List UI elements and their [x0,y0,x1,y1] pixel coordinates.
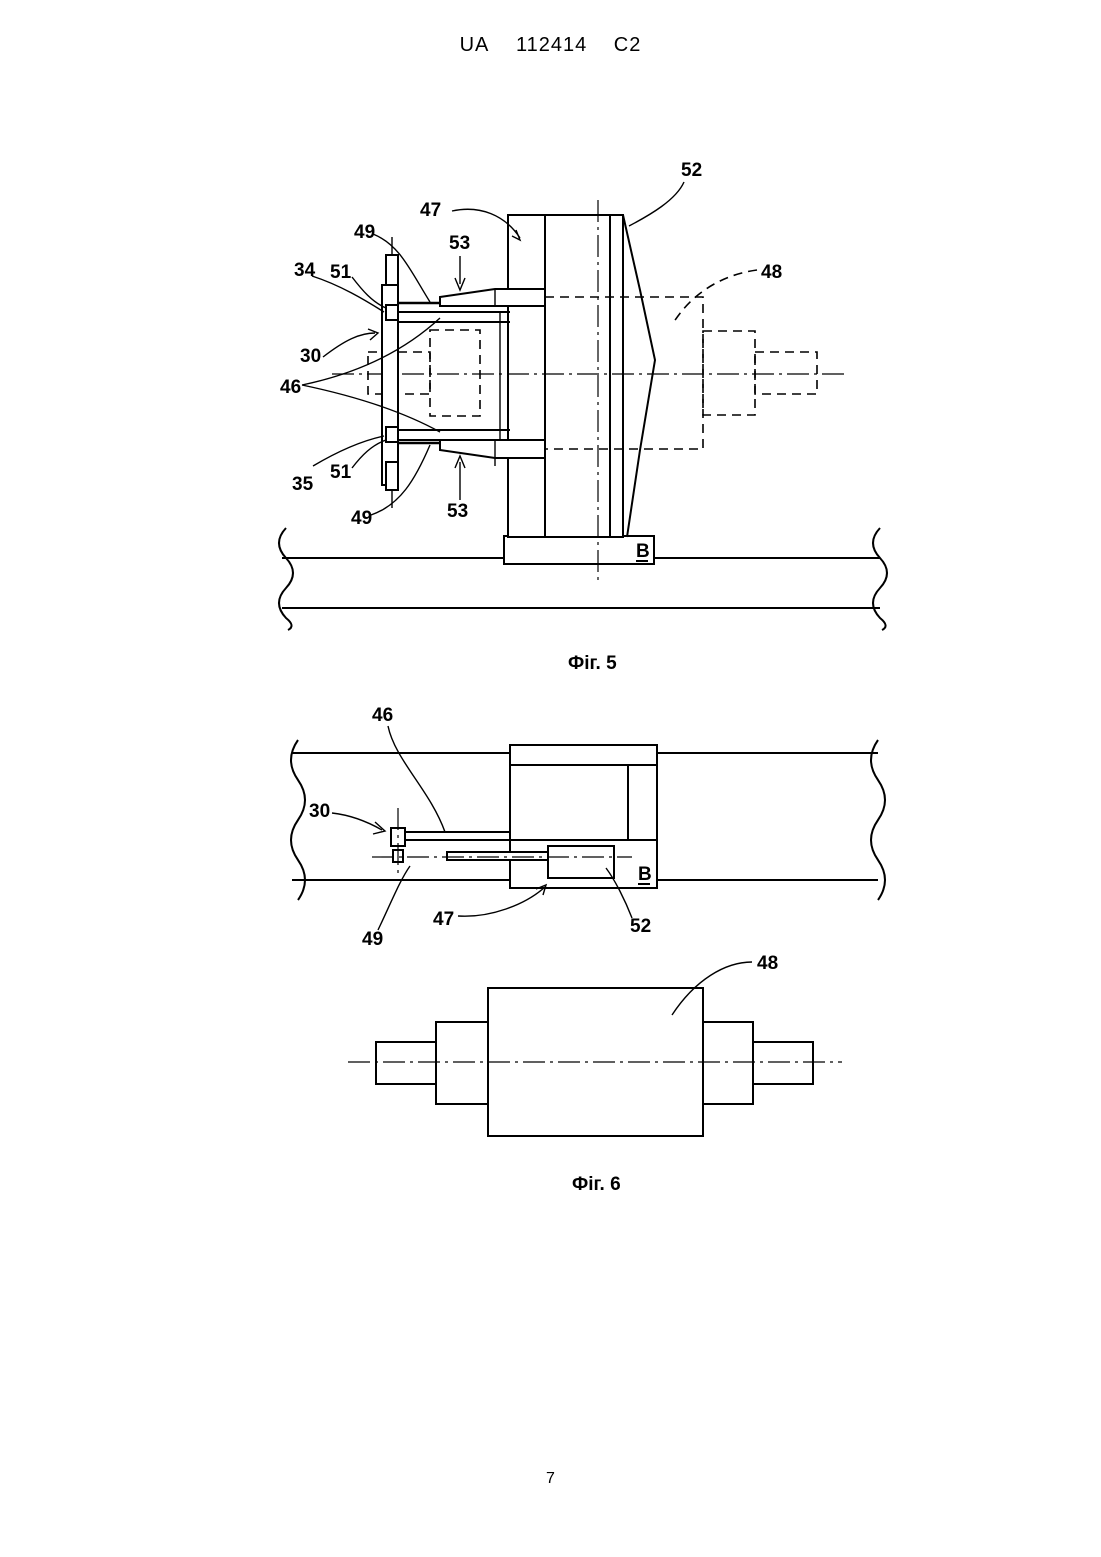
fig5-tool-30 [382,237,398,508]
fig5-label-B: B [636,541,650,562]
fig5-label-49-top: 49 [354,222,375,243]
fig6-label-47: 47 [433,909,454,930]
fig5-caption: Фіг. 5 [568,653,617,674]
fig5-carriage-base [504,536,654,564]
fig6-label-46: 46 [372,705,393,726]
fig6-roll-48 [348,962,842,1136]
fig5-label-51-bottom: 51 [330,462,352,483]
fig6-label-48: 48 [757,953,778,974]
fig5-arm-53-top [395,289,545,306]
fig6-caption: Фіг. 6 [572,1174,621,1195]
fig5-label-30: 30 [300,346,321,367]
fig6-label-49: 49 [362,929,383,950]
fig5-label-52: 52 [681,160,702,181]
fig5-label-49-bottom: 49 [351,508,372,529]
figure-6: 46 30 B 49 47 52 48 Фіг. 6 [291,705,885,1195]
fig5-chock-52 [623,215,655,537]
fig5-rods-46 [397,312,510,440]
fig5-label-51-top: 51 [330,262,352,283]
fig6-label-B: B [638,864,652,885]
fig5-label-53-top: 53 [449,233,470,254]
figure-5: 52 47 49 53 48 34 51 30 46 35 51 49 53 B… [279,160,887,674]
fig6-label-52: 52 [630,916,651,937]
page-number: 7 [0,1470,1101,1488]
fig5-label-47: 47 [420,200,441,221]
fig6-chock-52 [548,846,614,878]
fig5-label-34: 34 [294,260,316,281]
fig5-column-47 [508,215,623,537]
fig5-label-46: 46 [280,377,301,398]
fig5-label-53-bottom: 53 [447,501,468,522]
fig5-label-48: 48 [761,262,782,283]
fig6-tool-30 [391,808,405,878]
fig5-label-35: 35 [292,474,314,495]
fig6-label-30: 30 [309,801,330,822]
